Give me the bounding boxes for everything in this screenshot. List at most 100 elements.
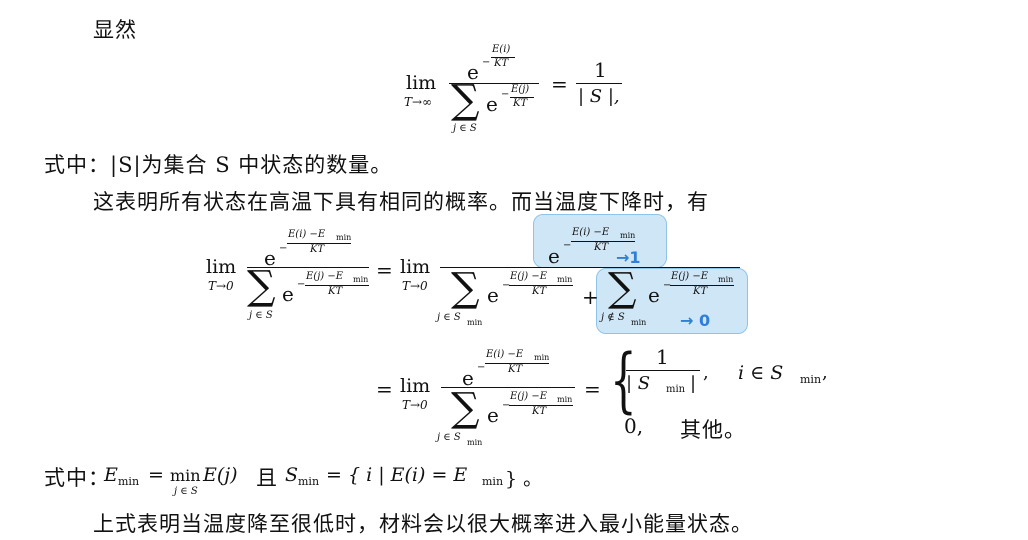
text-high-temp: 这表明所有状态在高温下具有相同的概率。而当温度下降时，有 <box>93 190 709 214</box>
emin-prefix: 式中： <box>44 466 110 490</box>
right-sum2-subscript-min: min <box>631 318 647 327</box>
p-den-exp-bar <box>509 405 573 406</box>
right-num-exp: E(i) −E <box>572 227 610 238</box>
case1-condition-comma: , <box>822 362 828 383</box>
case2-qita: 其他。 <box>680 418 746 442</box>
equals-sign-4: = <box>584 377 601 401</box>
right-num-exp-bar <box>571 241 635 242</box>
left-num-exp: E(i) −E <box>288 229 326 240</box>
right-den2-exp: E(j) −E <box>671 271 709 282</box>
left-den-exp-bar <box>305 285 369 286</box>
right-den2-exp-KT: KT <box>693 286 708 297</box>
case1-condition-min: min <box>800 373 822 386</box>
emin-set-min: min <box>482 475 504 488</box>
p-num-exp-bar <box>485 363 549 364</box>
equals-sign-2: = <box>376 258 393 282</box>
exp-minus-2: − <box>501 89 510 100</box>
p-den-exp-KT: KT <box>532 406 547 417</box>
right-den1-minus: − <box>502 280 511 291</box>
rhs-fraction-bar <box>576 83 622 85</box>
lim-label-3: lim <box>400 256 431 278</box>
emin-E: E <box>104 464 118 486</box>
emin-E-sub: min <box>118 475 140 488</box>
case2-zero: 0, <box>624 414 644 438</box>
right-den1-exp-KT: KT <box>532 286 547 297</box>
exp-fraction-bar <box>491 57 515 58</box>
left-sum-sign: ∑ <box>247 263 276 309</box>
right-den2-exp-bar <box>670 285 734 286</box>
case1-one: 1 <box>656 345 669 369</box>
lim-subscript-2: T→0 <box>208 279 234 293</box>
p-num-exp-min: min <box>534 353 550 362</box>
lim-subscript-4: T→0 <box>402 398 428 412</box>
left-fraction-bar <box>247 267 369 269</box>
right-den1-exp-bar <box>509 285 573 286</box>
left-den-exp-KT: KT <box>328 286 343 297</box>
equals-sign-3: = <box>376 377 393 401</box>
right-den1-exp-min: min <box>557 275 573 284</box>
denominator-e: e <box>486 92 498 116</box>
lim-subscript-3: T→0 <box>402 279 428 293</box>
left-den-exp: E(j) −E <box>306 271 344 282</box>
right-den2-exp-min: min <box>718 275 734 284</box>
left-den-e: e <box>282 282 294 306</box>
exp-KT-2: KT <box>513 98 528 109</box>
right-num-e: e <box>548 244 560 268</box>
right-sum1-subscript: j ∈ S <box>437 312 461 323</box>
emin-set-close: } 。 <box>505 468 543 490</box>
case1-abs-close: | <box>690 373 697 394</box>
case1-abs-S: | S <box>626 373 651 394</box>
case1-comma: , <box>703 362 709 383</box>
lim-subscript: T→∞ <box>404 95 433 109</box>
emin-Ej: E(j) <box>203 464 238 486</box>
p-fraction-bar <box>441 387 575 389</box>
emin-min-op: min <box>170 466 201 485</box>
right-sum1-sign: ∑ <box>451 265 480 311</box>
left-num-exp-min: min <box>336 233 352 242</box>
left-num-e: e <box>264 246 276 270</box>
emin-min-sub: j ∈ S <box>174 486 198 497</box>
case1-condition: i ∈ S <box>738 362 784 384</box>
p-sum-subscript-min: min <box>467 438 483 447</box>
p-den-exp: E(j) −E <box>510 391 548 402</box>
p-num-e: e <box>462 366 474 390</box>
exp-Ej: E(j) <box>511 84 530 95</box>
right-den2-e: e <box>648 283 660 307</box>
exp-fraction-bar-2 <box>510 97 534 98</box>
p-sum-subscript: j ∈ S <box>437 432 461 443</box>
p-den-e: e <box>487 403 499 427</box>
p-num-exp-KT: KT <box>508 364 523 375</box>
main-fraction-bar <box>449 83 539 85</box>
emin-S: S <box>285 464 299 486</box>
exp-minus: − <box>482 57 491 68</box>
case1-abs-min: min <box>666 384 686 395</box>
annotation-arrow-one: →1 <box>616 248 641 267</box>
emin-qie: 且 <box>256 466 278 490</box>
right-fraction-bar <box>440 267 740 269</box>
right-num-minus: − <box>563 240 572 251</box>
emin-set-def: = { i | E(i) = E <box>326 464 468 486</box>
lim-label: lim <box>406 72 437 94</box>
left-den-exp-min: min <box>353 275 369 284</box>
p-sum-sign: ∑ <box>451 385 480 431</box>
numerator-e: e <box>467 60 479 84</box>
left-sum-subscript: j ∈ S <box>249 310 273 321</box>
sum-sign: ∑ <box>451 77 480 123</box>
left-num-minus: − <box>279 243 288 254</box>
p-num-exp: E(i) −E <box>486 349 524 360</box>
right-num-exp-min: min <box>620 231 636 240</box>
case1-fraction-bar <box>626 370 700 372</box>
text-xianran: 显然 <box>93 18 137 42</box>
highlight-box-second-sum <box>596 268 748 334</box>
sum-subscript: j ∈ S <box>453 123 477 134</box>
right-num-exp-KT: KT <box>594 242 609 253</box>
plus-sign: + <box>582 285 599 309</box>
right-den2-minus: − <box>663 280 672 291</box>
p-num-minus: − <box>477 362 486 373</box>
right-sum2-subscript: j ∉ S <box>601 312 625 323</box>
left-brace: { <box>610 339 637 421</box>
lim-label-2: lim <box>206 256 237 278</box>
annotation-arrow-zero: → 0 <box>680 311 711 330</box>
exp-KT: KT <box>494 58 509 69</box>
left-num-exp-bar <box>287 243 351 244</box>
